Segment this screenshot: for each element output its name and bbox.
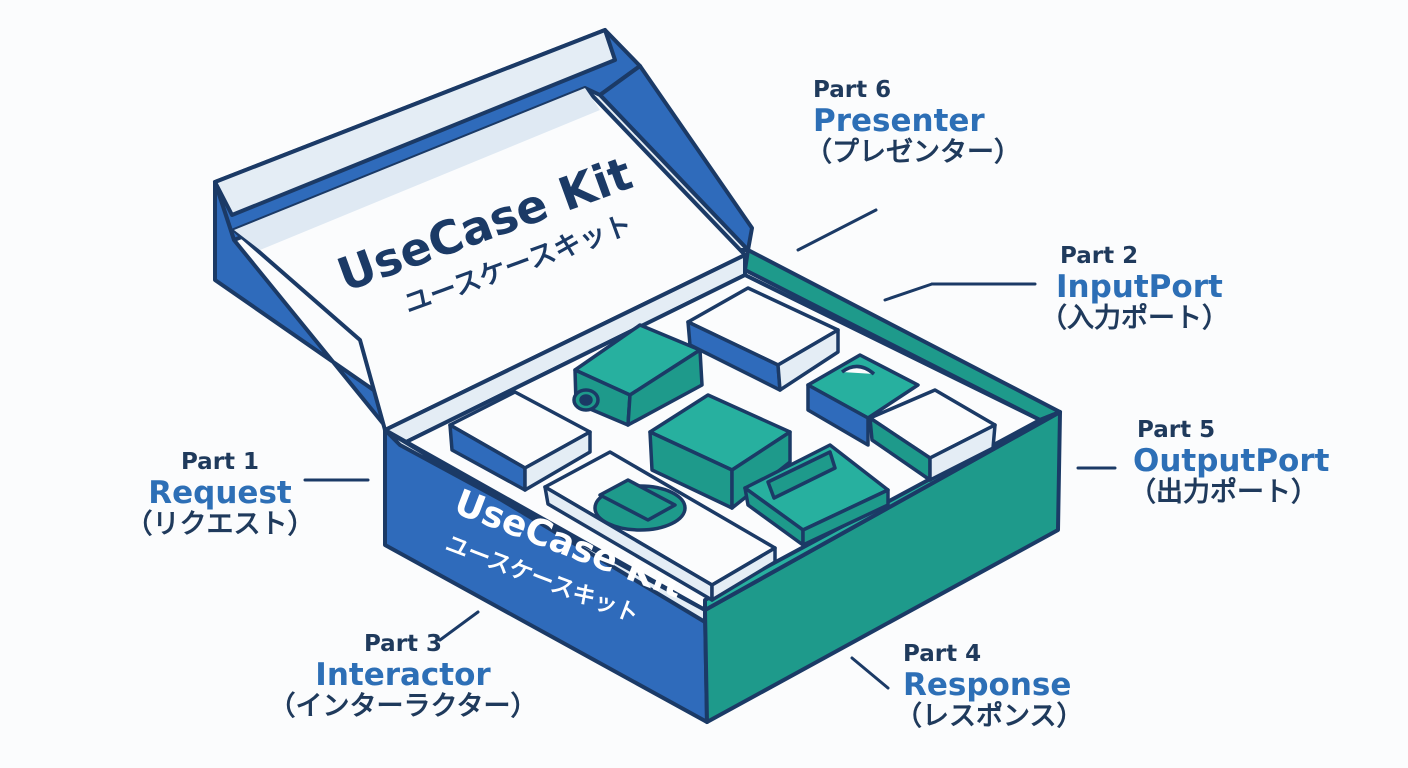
leader-part4 [850,656,890,690]
leader-part6 [796,208,878,252]
component-inputport-card [686,286,840,392]
component-white-card-right [868,388,997,482]
component-response-tray [743,443,890,547]
callout-part4-name: Response [903,666,1072,703]
callout-part2-jp: （入力ポート） [1040,303,1229,335]
callout-part6-jp: （プレゼンター） [805,137,1021,169]
leader-part2 [883,282,934,302]
callout-part6-number: Part 6 [813,77,892,103]
box-base [383,248,1062,724]
callout-part5: Part 5 OutputPort （出力ポート） [1125,417,1330,509]
callout-part1-name: Request [148,474,292,511]
box-components [448,286,997,602]
callout-part3-name: Interactor [315,656,491,693]
callout-part5-jp: （出力ポート） [1129,477,1318,509]
box-right-rim [703,410,1062,612]
box-lid [213,28,754,434]
callout-part1: Part 1 Request （リクエスト） [120,449,320,541]
callout-part3: Part 3 Interactor （インターラクター） [268,631,538,723]
callout-part5-name: OutputPort [1133,442,1330,479]
leader-part3 [438,610,480,642]
callout-part6: Part 6 Presenter （プレゼンター） [805,77,1021,169]
lid-rim [213,28,617,217]
callout-part5-number: Part 5 [1137,417,1216,443]
component-outputport-block [806,353,920,447]
callout-part2: Part 2 InputPort （入力ポート） [1040,243,1229,335]
callout-part1-number: Part 1 [180,449,260,475]
leader-lines [303,208,1117,690]
callout-part4-number: Part 4 [903,641,982,667]
callout-part6-name: Presenter [813,102,985,139]
component-interactor-tray [543,450,777,602]
callout-part1-jp: （リクエスト） [125,509,315,541]
callout-part3-number: Part 3 [363,631,443,657]
callout-part4: Part 4 Response （レスポンス） [895,641,1084,733]
callout-part3-jp: （インターラクター） [268,691,538,723]
callout-part2-name: InputPort [1056,268,1223,305]
callout-part2-number: Part 2 [1060,243,1139,269]
component-white-card-left [448,390,592,492]
callout-part4-jp: （レスポンス） [895,701,1084,733]
component-presenter-block [572,323,704,427]
lid-inner-shade [234,88,600,250]
